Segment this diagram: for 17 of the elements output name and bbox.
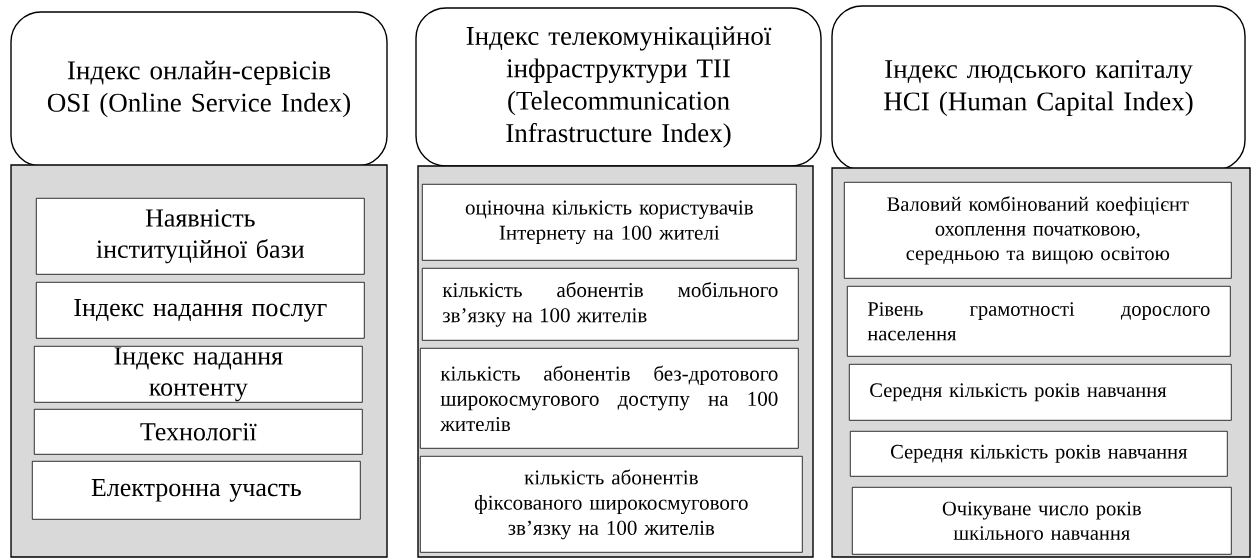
- indicator-box: Електронна участь: [31, 460, 361, 520]
- indicator-box: Наявність інституційної бази: [35, 197, 365, 275]
- indicator-box: Індекс надання послуг: [35, 281, 365, 339]
- indicator-box: Рівень грамотності дорослого населення: [846, 285, 1231, 357]
- indicator-box: кількість абонентів мобільного зв’язку на 100 жителів: [421, 267, 799, 341]
- indicator-box: Валовий комбінований коефіцієнт охоплення початковою, середньою та вищою освітою: [843, 181, 1232, 279]
- rounded-header-box: Індекс онлайн-сервісів OSI (Online Service Index): [10, 11, 388, 167]
- rounded-header-box: Індекс людського капіталу HCI (Human Capital Index): [831, 5, 1246, 171]
- indicator-box: кількість абонентів без-дротового широкосмугового доступу на 100 жителів: [419, 347, 799, 449]
- indicator-box: кількість абонентів фіксованого широкосмугового зв’язку на 100 жителів: [419, 455, 803, 553]
- indicator-box: Очікуване число років шкільного навчання: [851, 486, 1232, 555]
- rounded-header-box: Індекс телекомунікаційної інфраструктури TII (Telecommunication Infrastructure Index): [415, 7, 822, 167]
- indicator-box: Технології: [33, 408, 363, 455]
- indicator-box: Середня кількість років навчання: [849, 430, 1228, 477]
- indicator-box: Індекс надання контенту: [33, 345, 363, 403]
- indicator-box: Середня кількість років навчання: [848, 363, 1232, 421]
- indicator-box: оціночна кількість користувачів Інтернету на 100 жителі: [421, 183, 797, 261]
